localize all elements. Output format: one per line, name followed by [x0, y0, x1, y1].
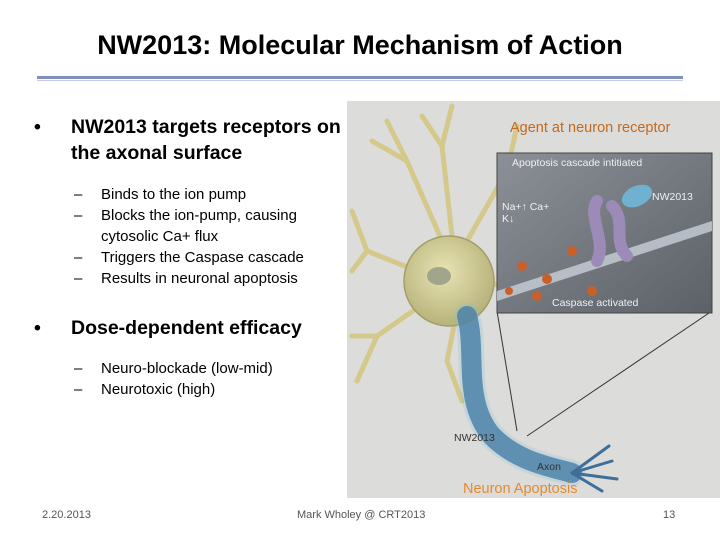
caspase-dot [567, 246, 577, 256]
axon-label: Axon [537, 461, 561, 473]
axon-drug-label: NW2013 [454, 432, 495, 444]
subbullet-2-2: –Neurotoxic (high) [34, 379, 354, 400]
subbullet-2-1: –Neuro-blockade (low-mid) [34, 358, 354, 379]
subbullet-1-4: –Results in neuronal apoptosis [34, 268, 354, 289]
bullet-2-text: Dose-dependent efficacy [71, 317, 302, 339]
bullet-dot: • [34, 114, 41, 140]
bullet-1-text: NW2013 targets receptors on the axonal s… [71, 116, 341, 164]
footer-page-number: 13 [663, 509, 675, 521]
nucleus [427, 267, 451, 285]
inset-drug-label: NW2013 [652, 191, 693, 203]
bullet-list: • NW2013 targets receptors on the axonal… [34, 114, 354, 400]
figure-caption-bottom: Neuron Apoptosis [463, 481, 577, 497]
slide-title: NW2013: Molecular Mechanism of Action [0, 30, 720, 61]
inset-header: Apoptosis cascade intitiated [512, 157, 642, 169]
subbullet-1-1-text: Binds to the ion pump [101, 186, 246, 203]
bullet-dot: • [34, 315, 41, 341]
footer-date: 2.20.2013 [42, 509, 91, 521]
bullet-2: • Dose-dependent efficacy [34, 315, 354, 341]
subbullet-2-1-text: Neuro-blockade (low-mid) [101, 360, 273, 377]
title-divider-shadow [37, 80, 683, 81]
caspase-dot [542, 274, 552, 284]
subbullet-1-3-text: Triggers the Caspase cascade [101, 249, 304, 266]
inset-ions: Na+↑ Ca+ K↓ [502, 201, 562, 225]
inset-caspase-label: Caspase activated [552, 297, 638, 309]
neuron-illustration: Agent at neuron receptor Apoptosis casca… [347, 101, 720, 498]
caspase-dot [505, 287, 513, 295]
subbullet-1-2-text: Blocks the ion-pump, causing cytosolic C… [101, 207, 297, 245]
subbullet-2-2-text: Neurotoxic (high) [101, 381, 215, 398]
subbullet-1-2: –Blocks the ion-pump, causing cytosolic … [34, 205, 354, 247]
caspase-dot [532, 291, 542, 301]
title-divider [37, 76, 683, 79]
subbullet-1-1: –Binds to the ion pump [34, 184, 354, 205]
footer-presenter: Mark Wholey @ CRT2013 [297, 509, 425, 521]
bullet-1: • NW2013 targets receptors on the axonal… [34, 114, 354, 166]
cell-body [404, 236, 494, 326]
subbullet-1-4-text: Results in neuronal apoptosis [101, 270, 298, 287]
caspase-dot [517, 261, 527, 271]
subbullet-1-3: –Triggers the Caspase cascade [34, 247, 354, 268]
figure-caption-top: Agent at neuron receptor [510, 120, 670, 136]
caspase-dot [587, 286, 597, 296]
